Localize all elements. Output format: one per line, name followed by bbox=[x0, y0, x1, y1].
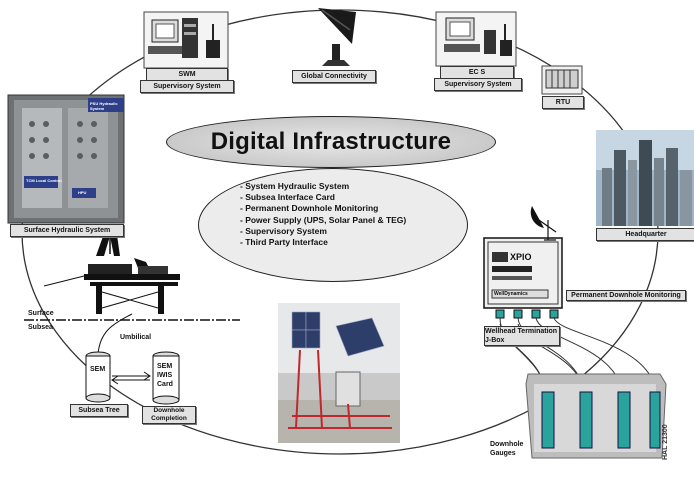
panel-tag-2: PSU Hydraulic System bbox=[90, 101, 118, 111]
satellite-dish-icon bbox=[318, 8, 356, 66]
solar-installation-image bbox=[278, 303, 400, 443]
permanent-downhole-label: Permanent Downhole Monitoring bbox=[566, 290, 686, 301]
ecs-supervisory-label: Supervisory System bbox=[434, 78, 522, 91]
component-item: - Subsea Interface Card bbox=[240, 192, 335, 203]
headquarter-city-image bbox=[596, 130, 694, 226]
sem-link-arrow-back bbox=[111, 375, 150, 385]
title-oval: Digital Infrastructure bbox=[166, 116, 496, 168]
offshore-platform-icon bbox=[43, 226, 180, 314]
component-item: - Power Supply (UPS, Solar Panel & TEG) bbox=[240, 214, 407, 225]
component-item: - Third Party Interface bbox=[240, 237, 328, 248]
swm-supervisory-label: Supervisory System bbox=[140, 80, 234, 93]
rtu-rack-icon bbox=[541, 65, 583, 95]
sem-link-arrow bbox=[112, 371, 151, 381]
xpio-box-icon bbox=[483, 237, 563, 309]
surface-hydraulic-label: Surface Hydraulic System bbox=[10, 224, 124, 237]
swm-computer-icon bbox=[143, 11, 229, 69]
component-item: - System Hydraulic System bbox=[240, 181, 350, 191]
component-item: - Supervisory System bbox=[240, 225, 327, 236]
downhole-completion-label: Downhole Completion bbox=[142, 406, 196, 424]
headquarter-label: Headquarter bbox=[596, 228, 694, 241]
rtu-label: RTU bbox=[542, 96, 584, 109]
components-list: - System Hydraulic System - Subsea Inter… bbox=[240, 181, 406, 248]
global-connectivity-label: Global Connectivity bbox=[292, 70, 376, 83]
hydraulic-panel-image bbox=[7, 94, 125, 224]
figure-code: HAL 21300 bbox=[662, 424, 669, 460]
sem-text: SEM bbox=[90, 366, 106, 373]
wellhead-termination-label: Wellhead Termination J-Box bbox=[484, 326, 560, 346]
components-oval bbox=[198, 168, 468, 282]
umbilical-text: Umbilical bbox=[120, 334, 152, 341]
downhole-gauges-icon bbox=[525, 373, 667, 459]
welldynamics-text: WellDynamics bbox=[494, 291, 528, 297]
diagram-title: Digital Infrastructure bbox=[210, 128, 452, 155]
sem-iwis-canister-icon bbox=[152, 351, 180, 405]
jbox-connectors bbox=[495, 309, 559, 319]
panel-tag-3: HPU bbox=[78, 190, 87, 195]
sem-canister-icon bbox=[85, 351, 111, 403]
xpio-text: XPIO bbox=[510, 252, 532, 262]
surface-text: Surface bbox=[28, 310, 54, 317]
umbilical-cable bbox=[97, 313, 133, 355]
component-item: - Permanent Downhole Monitoring bbox=[240, 203, 379, 214]
sem-iwis-text: SEM IWIS Card bbox=[157, 363, 173, 388]
subsea-tree-label: Subsea Tree bbox=[70, 404, 128, 417]
subsea-text: Subsea bbox=[28, 324, 53, 331]
downhole-gauges-text: Downhole Gauges bbox=[490, 441, 524, 457]
small-antenna-icon bbox=[530, 206, 557, 241]
panel-tag-1: TCM Local Control bbox=[26, 178, 62, 183]
ecs-computer-icon bbox=[435, 11, 517, 67]
